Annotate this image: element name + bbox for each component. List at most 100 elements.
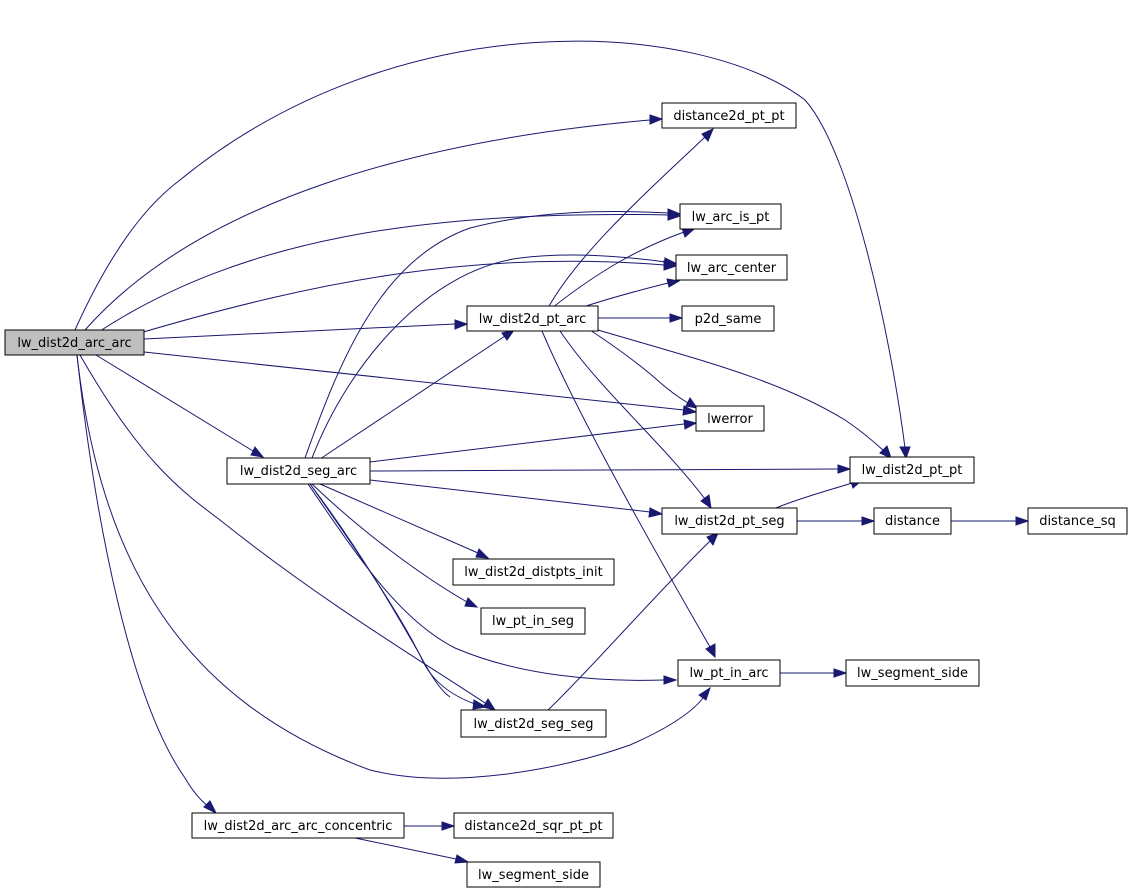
node-label: distance_sq: [1039, 514, 1116, 529]
node-lw-arc-is-pt[interactable]: lw_arc_is_pt: [679, 203, 782, 230]
edge-arc-arc-to-pt-pt-arrow: [899, 446, 911, 460]
node-lw-arc-center[interactable]: lw_arc_center: [675, 254, 788, 281]
node-label: distance2d_sqr_pt_pt: [464, 819, 602, 834]
edge-concentric-to-distance2d-sqr-arrow: [441, 821, 456, 831]
edge-pt-arc-to-pt-pt-arrow: [879, 445, 892, 459]
edge-pt-arc-to-pt-seg-arrow: [700, 494, 712, 510]
edge-arc-arc-to-seg-arc: [95, 354, 254, 452]
edge-concentric-to-segment-side: [354, 837, 457, 860]
edge-seg-seg-to-pt-seg-arrow: [706, 532, 719, 546]
node-distance2d-sqr-pt-pt[interactable]: distance2d_sqr_pt_pt: [453, 812, 614, 839]
edge-arc-arc-to-pt-in-arc-arrow: [698, 686, 711, 701]
edge-pt-seg-to-distance-arrow: [861, 516, 876, 526]
node-lw-segment-side-upper[interactable]: lw_segment_side: [845, 659, 980, 687]
node-p2d-same[interactable]: p2d_same: [681, 305, 775, 332]
edge-arc-arc-to-concentric: [76, 354, 209, 807]
node-lw-dist2d-arc-arc-concentric[interactable]: lw_dist2d_arc_arc_concentric: [191, 812, 405, 839]
edge-seg-arc-to-seg-seg-a-arrow: [472, 699, 488, 710]
edge-seg-arc-to-pt-pt-arrow: [837, 464, 852, 474]
node-label: lw_pt_in_arc: [689, 666, 768, 681]
edge-arc-arc-to-seg-seg-arrow: [482, 698, 497, 711]
edge-arc-arc-to-pt-in-arc: [76, 354, 704, 779]
node-label: lw_segment_side: [857, 666, 968, 681]
edge-seg-arc-to-pt-in-arc-arrow: [663, 675, 678, 685]
edge-arc-arc-to-concentric-arrow: [203, 800, 218, 815]
edge-seg-arc-to-seg-seg-b: [309, 483, 451, 698]
node-lw-dist2d-seg-arc[interactable]: lw_dist2d_seg_arc: [226, 457, 371, 485]
node-label: lw_dist2d_seg_seg: [473, 717, 593, 732]
node-lw-segment-side-lower[interactable]: lw_segment_side: [466, 861, 601, 888]
edges-layer: [74, 40, 1030, 864]
edge-pt-arc-to-distance2d-pt-pt: [547, 136, 706, 309]
edge-arc-arc-to-seg-arc-arrow: [250, 446, 265, 458]
edge-arc-arc-to-pt-arc-arrow: [454, 319, 469, 330]
node-lw-dist2d-pt-pt[interactable]: lw_dist2d_pt_pt: [849, 456, 975, 484]
edge-pt-arc-to-lwerror: [589, 329, 689, 404]
edge-pt-in-arc-to-segment-side-arrow: [833, 668, 848, 678]
nodes-layer: lw_dist2d_arc_arc distance2d_pt_pt lw_ar…: [4, 102, 1128, 888]
edge-pt-arc-to-arc-is-pt: [551, 231, 685, 309]
edge-seg-arc-to-pt-in-seg-arrow: [464, 597, 479, 608]
edge-pt-arc-to-lwerror-arrow: [685, 397, 699, 409]
edge-seg-arc-to-distpts-init-arrow: [475, 548, 490, 559]
edge-seg-arc-to-seg-seg-a: [309, 483, 476, 705]
node-distance[interactable]: distance: [873, 507, 952, 535]
edge-arc-arc-to-pt-pt: [74, 40, 906, 449]
node-label: lw_dist2d_arc_arc_concentric: [204, 819, 393, 834]
edge-pt-arc-to-distance2d-pt-pt-arrow: [701, 128, 714, 142]
edge-seg-arc-to-pt-pt: [369, 468, 839, 472]
node-lwerror[interactable]: lwerror: [695, 405, 765, 432]
edge-pt-seg-to-pt-pt: [775, 482, 853, 509]
node-lw-dist2d-arc-arc[interactable]: lw_dist2d_arc_arc: [4, 329, 145, 356]
node-label: p2d_same: [695, 312, 762, 327]
node-label: distance2d_pt_pt: [673, 109, 784, 124]
edge-seg-arc-to-lwerror-arrow: [683, 419, 698, 430]
node-label: lw_dist2d_distpts_init: [464, 565, 602, 580]
edge-pt-arc-to-arc-center-arrow: [666, 278, 681, 288]
node-lw-dist2d-distpts-init[interactable]: lw_dist2d_distpts_init: [452, 558, 615, 586]
edge-pt-arc-to-pt-in-arc: [541, 330, 711, 648]
node-label: lw_segment_side: [478, 868, 589, 883]
node-label: lw_dist2d_pt_arc: [479, 312, 587, 327]
node-label: lw_dist2d_arc_arc: [17, 336, 131, 351]
edge-pt-arc-to-p2d-same-arrow: [669, 313, 684, 323]
edge-pt-arc-to-arc-center: [579, 282, 669, 309]
edge-seg-arc-to-arc-is-pt: [304, 211, 669, 459]
edge-arc-arc-to-arc-center: [139, 260, 665, 334]
edge-pt-arc-to-pt-pt: [597, 329, 885, 452]
edge-seg-arc-to-arc-is-pt-arrow: [667, 208, 682, 219]
edge-arc-arc-to-distance2d-pt-pt: [84, 119, 651, 331]
edge-seg-arc-to-arc-center: [311, 254, 667, 459]
node-lw-pt-in-arc[interactable]: lw_pt_in_arc: [677, 659, 781, 687]
node-label: lw_arc_is_pt: [692, 210, 770, 225]
edge-distance-to-distance-sq-arrow: [1015, 516, 1030, 526]
node-lw-dist2d-pt-arc[interactable]: lw_dist2d_pt_arc: [466, 305, 599, 332]
edge-seg-arc-to-pt-seg: [369, 479, 651, 513]
node-lw-dist2d-seg-seg[interactable]: lw_dist2d_seg_seg: [460, 709, 607, 738]
edge-arc-arc-to-arc-is-pt: [99, 213, 669, 332]
node-lw-pt-in-seg[interactable]: lw_pt_in_seg: [480, 607, 586, 635]
node-distance2d-pt-pt[interactable]: distance2d_pt_pt: [661, 102, 797, 129]
node-label: lw_pt_in_seg: [492, 614, 574, 629]
edge-arc-arc-to-lwerror: [143, 351, 685, 411]
edge-seg-arc-to-pt-in-seg: [311, 483, 468, 603]
edge-seg-seg-to-pt-seg: [547, 539, 712, 711]
node-label: distance: [885, 514, 940, 529]
node-label: lw_dist2d_pt_seg: [674, 514, 784, 529]
node-label: lwerror: [707, 412, 753, 427]
edge-seg-arc-to-arc-center-arrow: [663, 257, 679, 268]
node-distance-sq[interactable]: distance_sq: [1027, 507, 1128, 535]
node-lw-dist2d-pt-seg[interactable]: lw_dist2d_pt_seg: [661, 507, 798, 535]
edge-concentric-to-segment-side-arrow: [454, 854, 470, 864]
node-label: lw_dist2d_seg_arc: [240, 464, 357, 479]
edge-seg-arc-to-pt-seg-arrow: [648, 507, 664, 518]
node-label: lw_dist2d_pt_pt: [862, 463, 963, 478]
edge-arc-arc-to-lwerror-arrow: [682, 405, 698, 416]
edge-arc-arc-to-seg-seg: [79, 354, 486, 704]
edge-seg-arc-to-pt-in-arc: [307, 483, 665, 681]
edge-pt-arc-to-pt-in-arc-arrow: [705, 643, 716, 659]
edge-seg-arc-to-distpts-init: [319, 483, 479, 554]
edge-arc-arc-to-distance2d-pt-pt-arrow: [649, 114, 664, 125]
